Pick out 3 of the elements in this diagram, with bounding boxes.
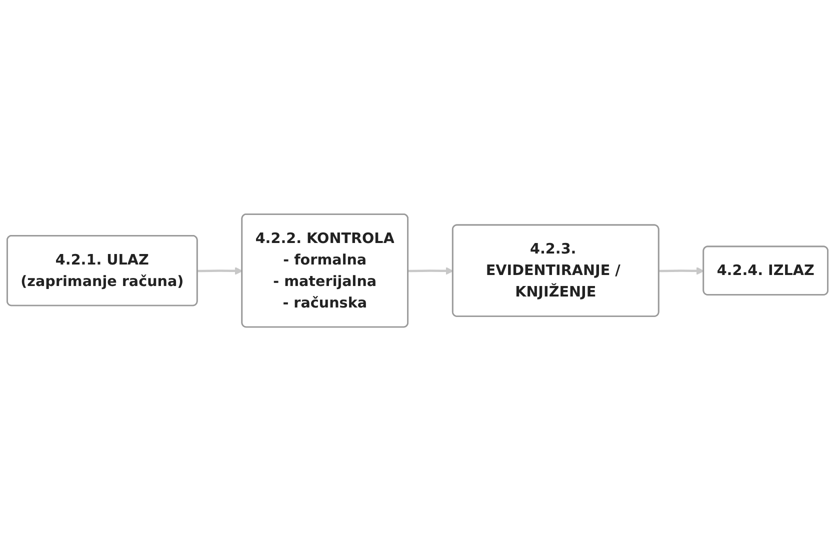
arrow: [659, 267, 704, 276]
arrow: [198, 267, 243, 276]
arrow: [408, 267, 454, 276]
